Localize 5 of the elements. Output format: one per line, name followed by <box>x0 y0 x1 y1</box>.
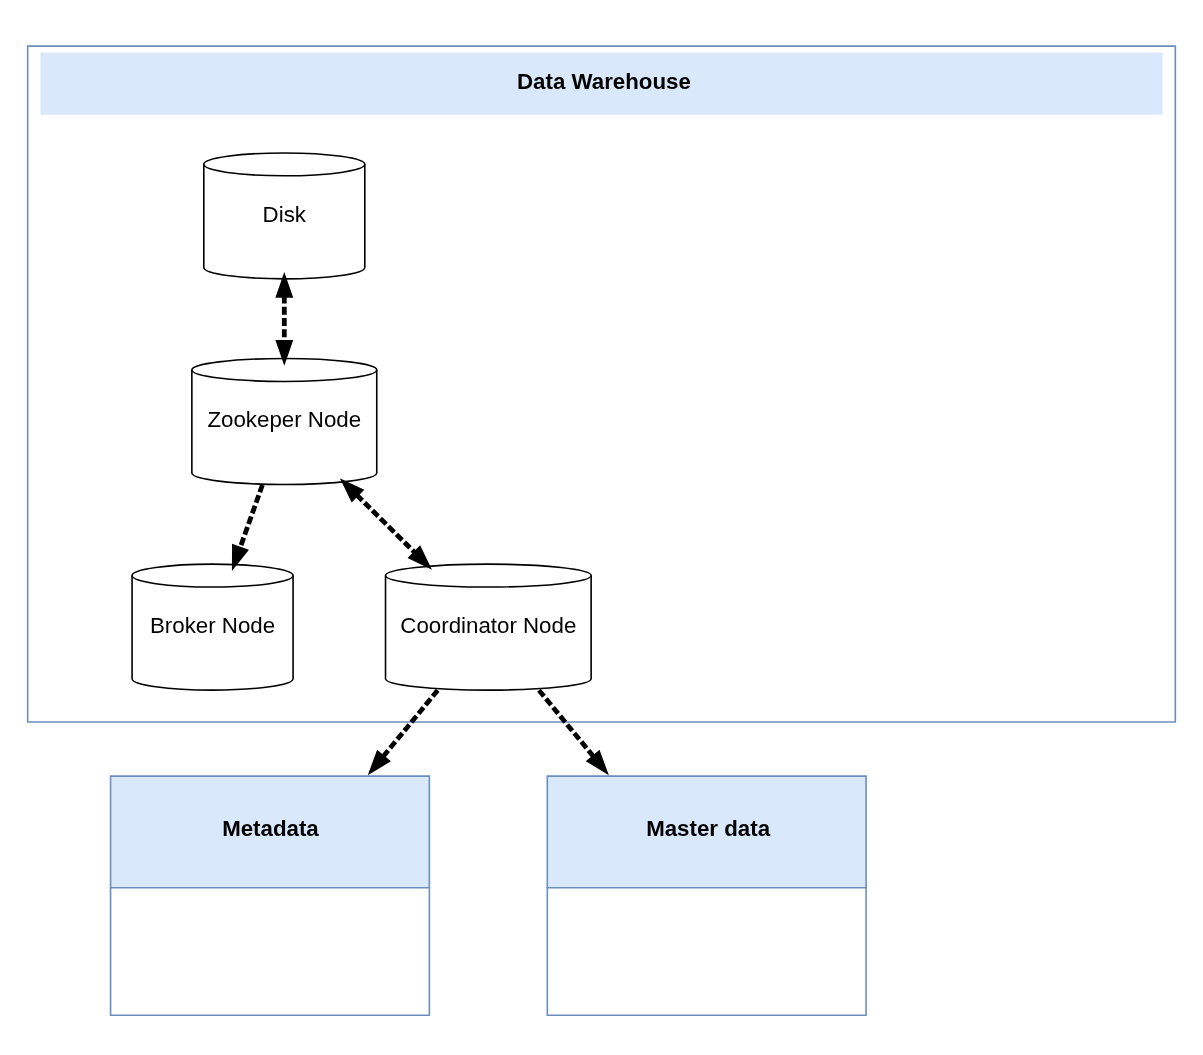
arrow <box>367 688 440 776</box>
arrow <box>275 272 294 366</box>
arrow <box>537 688 609 776</box>
arrow <box>339 478 432 570</box>
arrow <box>231 484 265 571</box>
